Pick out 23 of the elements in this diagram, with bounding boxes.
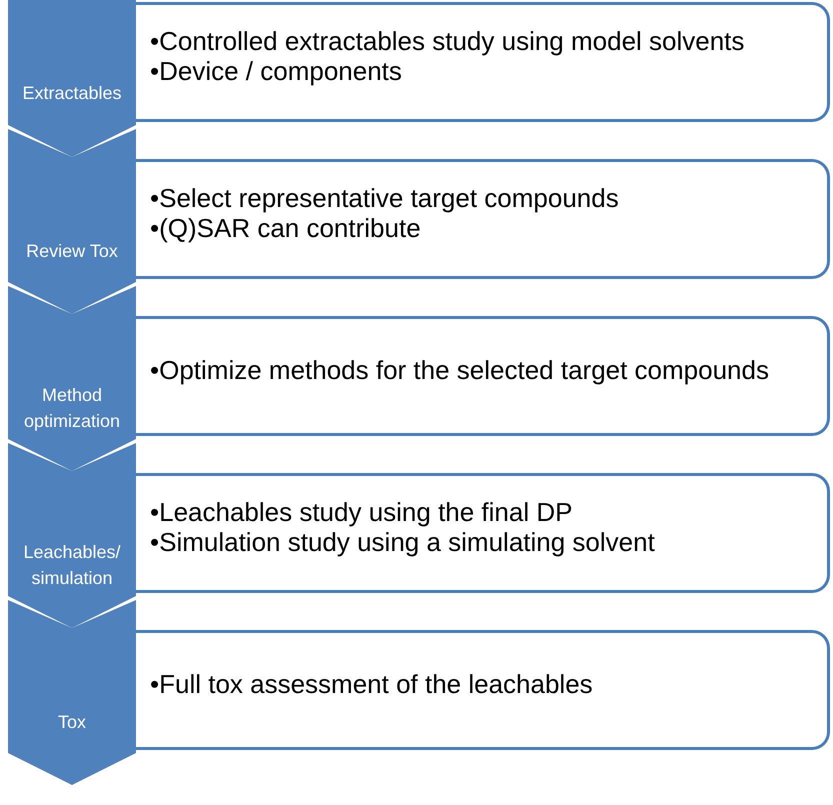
chevron-step [8,286,136,471]
step-label: Tox [56,710,87,734]
detail-box [136,316,830,436]
bullet-text: •Select representative target compounds [150,184,620,214]
bullet-text: •Device / components [150,57,403,87]
bullet-text: •Leachables study using the final DP [150,498,574,528]
step-label: Extractables [21,82,123,105]
bullet-text: •Optimize methods for the selected target compounds [150,356,770,386]
bullet-text: •Simulation study using a simulating solvent [150,528,656,558]
step-label: Method optimization [22,384,122,433]
chevron-step [8,443,136,628]
detail-box [136,473,830,593]
detail-box [136,159,830,279]
chevron-step [8,129,136,314]
chevron-step [8,600,136,785]
bullet-text: •Full tox assessment of the leachables [150,670,594,700]
step-label: Review Tox [25,240,119,263]
detail-box [136,630,830,750]
step-label: Leachables/ simulation [22,541,122,590]
chevron-step [8,0,136,157]
bullet-text: •Controlled extractables study using model solvents [150,27,746,57]
detail-box [136,2,830,122]
bullet-text: •(Q)SAR can contribute [150,214,422,244]
